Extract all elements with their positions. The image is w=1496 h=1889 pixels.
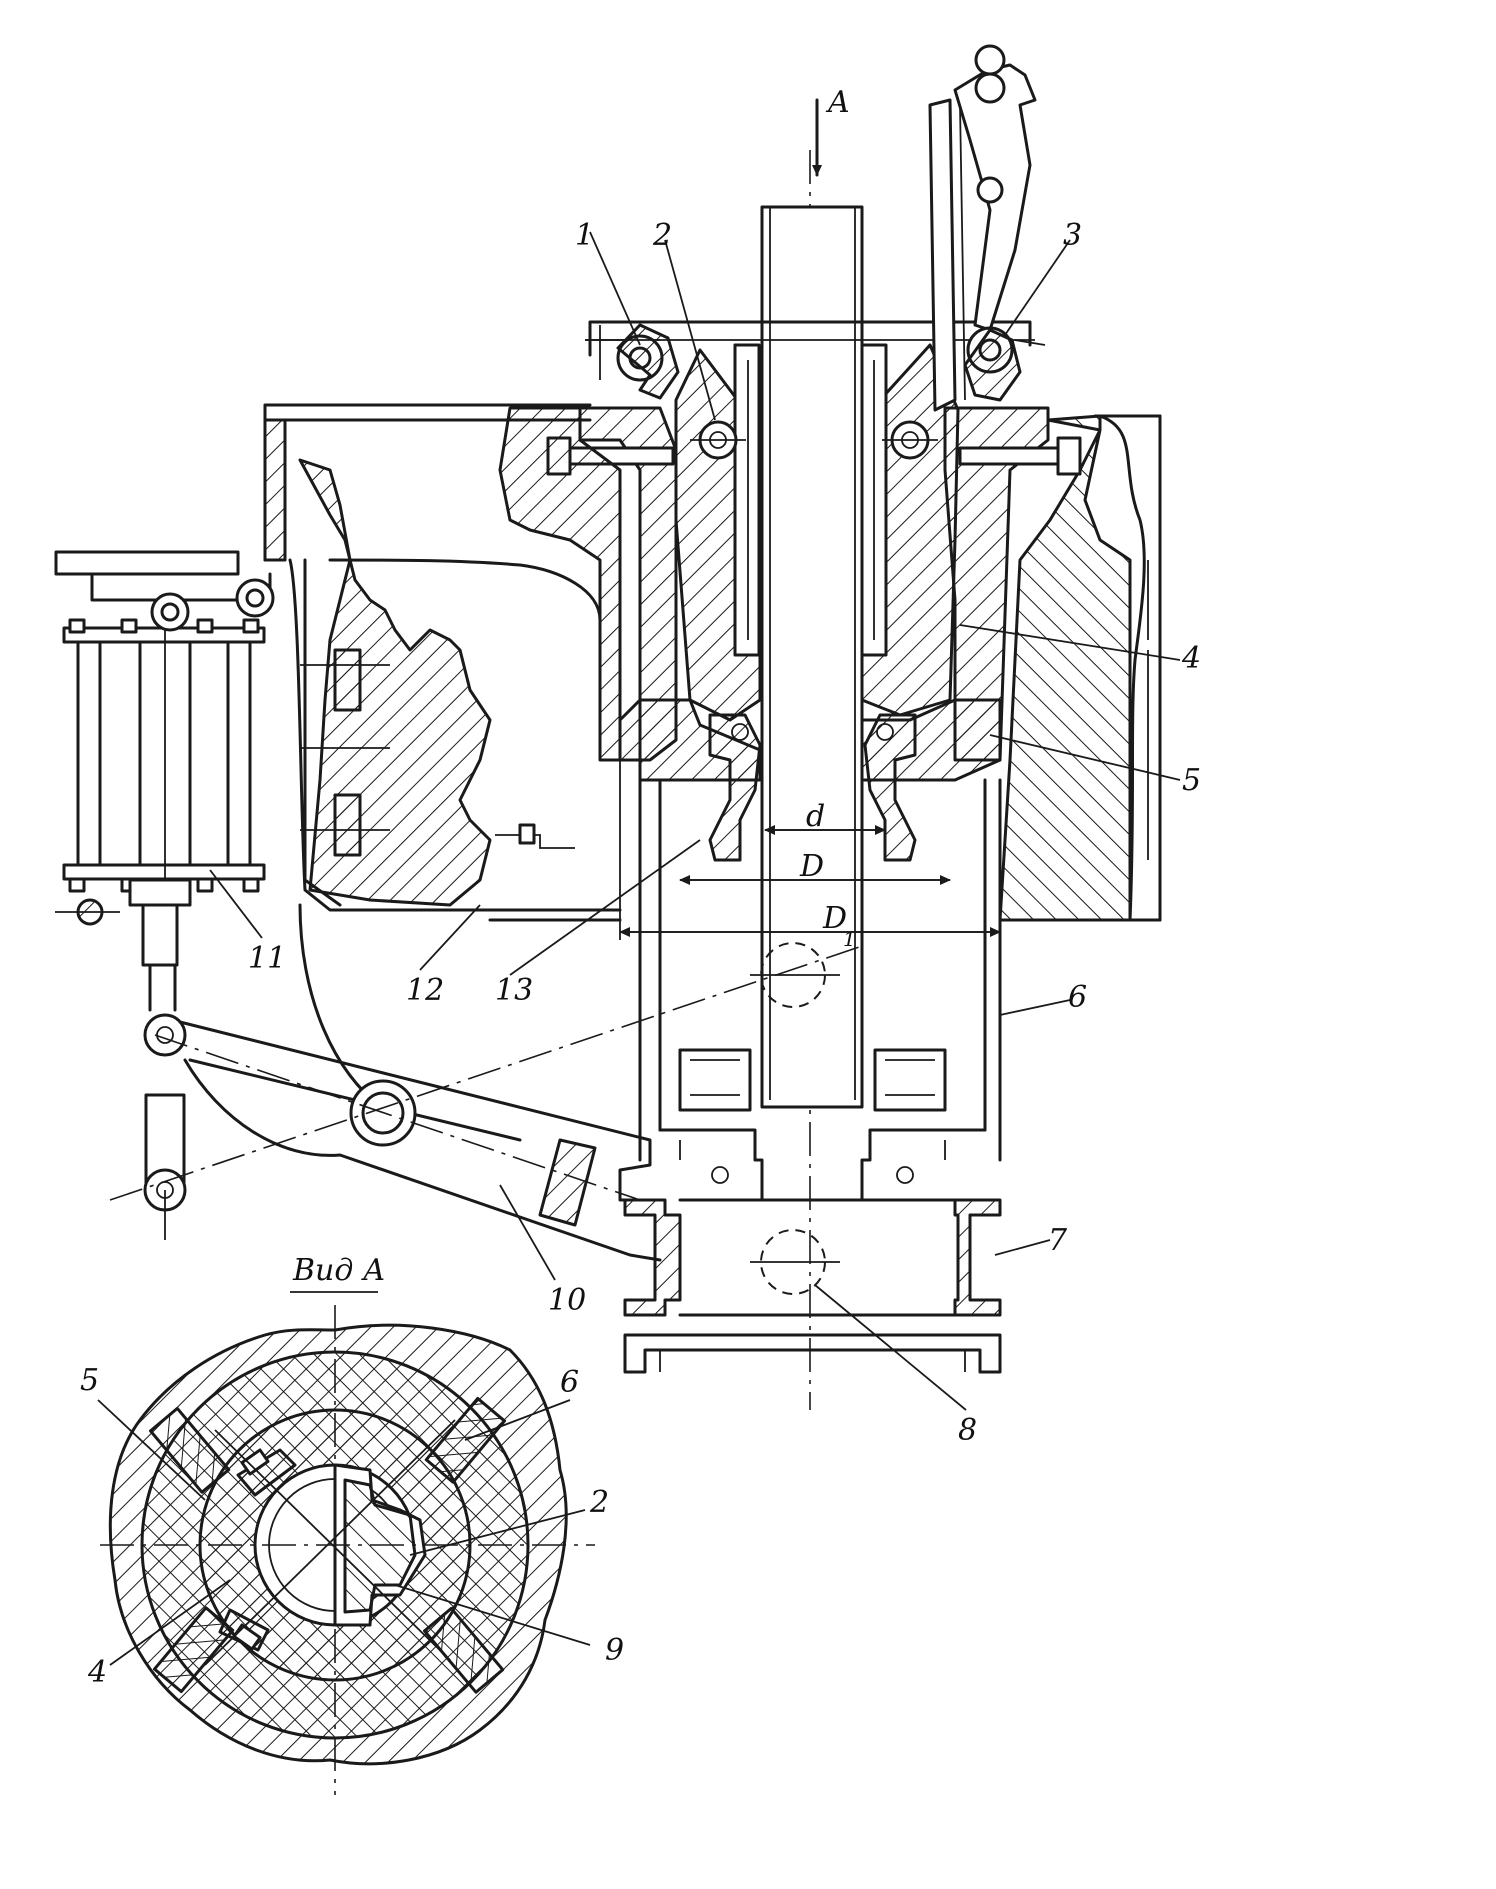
ram-rod	[760, 205, 864, 1109]
lever-1	[585, 323, 680, 400]
callout-5: 5	[1182, 763, 1201, 798]
view-a-title: Вид А	[292, 1253, 386, 1288]
callout-11: 11	[248, 941, 286, 976]
main-section-view: A	[54, 44, 1201, 1448]
callout-3: 3	[1063, 218, 1082, 253]
callout-7: 7	[1048, 1223, 1068, 1258]
dimension-d: d	[764, 799, 886, 835]
dimension-D1: D 1	[619, 901, 1001, 951]
view-callout-4: 4	[87, 1655, 107, 1690]
clamp-ring-13-right	[863, 713, 917, 862]
view-a: Вид А 5 6 2	[80, 1253, 624, 1795]
callout-1: 1	[575, 218, 594, 253]
callout-8: 8	[958, 1413, 977, 1448]
lever-10	[109, 903, 866, 1262]
dimension-d-label: d	[806, 799, 825, 834]
cylinder-11	[54, 550, 275, 967]
view-arrow-a: A	[812, 85, 850, 177]
view-callout-2: 2	[589, 1485, 609, 1520]
dimension-D-label: D	[799, 849, 824, 884]
callout-12: 12	[406, 973, 444, 1008]
callout-13: 13	[495, 973, 533, 1008]
column-6	[619, 760, 1002, 1162]
clamp-ring-13-left	[708, 713, 762, 862]
view-callout-5: 5	[80, 1363, 99, 1398]
bracket-plate	[300, 558, 390, 907]
view-callout-6: 6	[560, 1365, 579, 1400]
callout-10: 10	[548, 1283, 586, 1318]
lever-3	[928, 44, 1046, 412]
frame-right	[998, 414, 1132, 922]
callout-4: 4	[1181, 641, 1201, 676]
dimension-D1-label: D	[822, 901, 847, 936]
casting-12	[263, 403, 622, 922]
dimension-D: D	[679, 849, 951, 885]
view-arrow-label: A	[825, 85, 850, 120]
callout-6: 6	[1068, 980, 1087, 1015]
view-callout-9: 9	[605, 1633, 624, 1668]
dimension-D1-subscript: 1	[843, 927, 856, 951]
callout-2: 2	[652, 218, 672, 253]
base-channel-7	[623, 1198, 1002, 1374]
